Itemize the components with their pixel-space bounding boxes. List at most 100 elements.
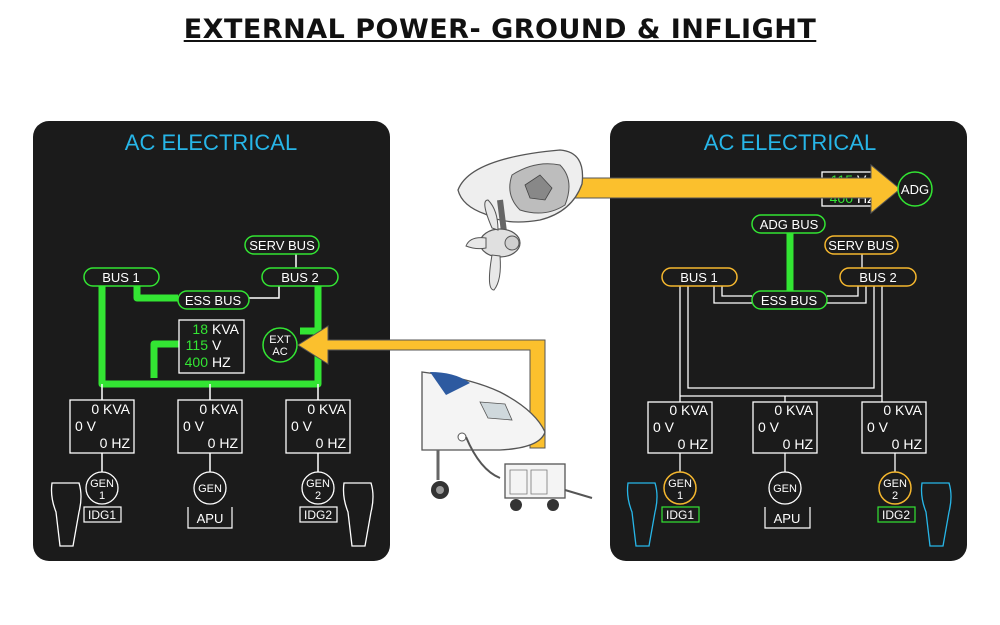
left-gen1-readout-box (69, 399, 135, 454)
left-gen-1: 0 KVA 0 V 0 HZ GEN 1 IDG1 (69, 399, 135, 523)
left-gen2-v: 0 V (291, 418, 313, 434)
right-apu-v: 0 V (758, 419, 780, 435)
left-apu-gen-circle (193, 471, 227, 505)
left-engine1-icon (50, 482, 82, 547)
left-ext-ac-indicator (262, 327, 298, 363)
left-gen1-v: 0 V (75, 418, 97, 434)
left-panel-heading: AC ELECTRICAL (125, 130, 297, 155)
right-panel-heading: AC ELECTRICAL (704, 130, 876, 155)
left-apu-gen-label: GEN (198, 483, 222, 495)
right-apu-readout-box (752, 401, 818, 454)
left-ext-hz-value: 400 (185, 354, 209, 370)
left-serv-bus-label: SERV BUS (249, 238, 315, 253)
right-ess-bus-pill (751, 290, 828, 310)
left-gen2-circle (301, 471, 335, 505)
page-title: EXTERNAL POWER- GROUND & INFLIGHT (183, 14, 817, 45)
left-apu-box (187, 507, 233, 529)
right-adg-bus-pill (751, 214, 826, 234)
right-serv-bus-pill (824, 235, 899, 255)
right-idg2-label: IDG2 (882, 508, 910, 522)
left-ext-ac-line1: EXT (269, 334, 291, 346)
left-gen1-label: GEN (90, 478, 114, 490)
right-idg2-box (877, 506, 916, 523)
left-ext-v-unit: V (212, 337, 222, 353)
left-idg1-box (83, 506, 122, 523)
left-gen2-readout-box (285, 399, 351, 454)
right-adg-bus-label: ADG BUS (760, 217, 819, 232)
adg-arrow (559, 163, 901, 215)
right-gen1-circle (663, 471, 697, 505)
right-gen2-v: 0 V (867, 419, 889, 435)
left-powered-bus1-ess-line (133, 283, 178, 302)
right-serv-bus-label: SERV BUS (828, 238, 894, 253)
left-gen2-hz: 0 HZ (316, 435, 347, 451)
left-ext-kva-value: 18 (192, 321, 208, 337)
right-apu-box (764, 507, 811, 529)
right-gen2-kva: 0 KVA (883, 402, 922, 418)
right-apu-gen-circle (768, 471, 802, 505)
right-engine1-icon (626, 482, 658, 547)
left-ext-v-value: 115 (186, 337, 209, 353)
left-panel: AC ELECTRICAL SERV BUS BUS 1 BUS 2 ESS B… (33, 121, 390, 561)
right-gen2-label: GEN (883, 478, 907, 490)
left-engine2-icon (342, 482, 374, 547)
adg-turbine-illustration (457, 149, 584, 291)
right-ess-bus-label: ESS BUS (761, 293, 818, 308)
left-gen-apu: 0 KVA 0 V 0 HZ GEN APU (177, 399, 243, 529)
right-gen1-label: GEN (668, 478, 692, 490)
aircraft-ground-power-illustration (421, 371, 593, 511)
left-bus1-label: BUS 1 (102, 270, 140, 285)
right-idg1-label: IDG1 (666, 508, 694, 522)
left-apu-kva: 0 KVA (199, 401, 238, 417)
left-ess-bus2-line (249, 283, 280, 299)
right-gen1-readout-box (647, 401, 713, 454)
left-ext-readout-box (178, 319, 245, 374)
right-apu-hz: 0 HZ (783, 436, 814, 452)
left-gen2-kva: 0 KVA (307, 401, 346, 417)
right-gen-2: 0 KVA 0 V 0 HZ GEN 2 IDG2 (861, 401, 927, 523)
right-gen2-readout-box (861, 401, 927, 454)
left-apu-hz: 0 HZ (208, 435, 239, 451)
left-gen-2: 0 KVA 0 V 0 HZ GEN 2 IDG2 (285, 399, 351, 523)
left-ext-kva-unit: KVA (212, 321, 240, 337)
right-apu-label: APU (774, 511, 801, 526)
right-apu-kva: 0 KVA (774, 402, 813, 418)
right-gen2-hz: 0 HZ (892, 436, 923, 452)
right-gen1-hz: 0 HZ (678, 436, 709, 452)
right-gen2-circle (878, 471, 912, 505)
left-idg2-box (299, 506, 338, 523)
right-gen-apu: 0 KVA 0 V 0 HZ GEN APU (752, 401, 818, 529)
ground-power-arrow (297, 325, 546, 449)
right-adg-indicator (897, 171, 933, 207)
left-gen2-label: GEN (306, 478, 330, 490)
left-ess-bus-label: ESS BUS (185, 293, 242, 308)
left-apu-v: 0 V (183, 418, 205, 434)
left-apu-label: APU (197, 511, 224, 526)
right-bus1-label: BUS 1 (680, 270, 718, 285)
left-unpowered-lines (101, 254, 319, 472)
left-gen1-hz: 0 HZ (100, 435, 131, 451)
left-idg2-label: IDG2 (304, 508, 332, 522)
left-ess-bus-pill (177, 290, 250, 310)
right-bus1-pill (661, 267, 738, 287)
left-gen1-kva: 0 KVA (91, 401, 130, 417)
right-idg1-box (661, 506, 700, 523)
left-idg1-label: IDG1 (88, 508, 116, 522)
right-adg-label: ADG (901, 182, 929, 197)
left-serv-bus-pill (244, 235, 320, 255)
left-bus2-pill (261, 267, 339, 287)
left-powered-ext-feed (150, 340, 180, 378)
right-gen-1: 0 KVA 0 V 0 HZ GEN 1 IDG1 (647, 401, 713, 523)
right-unpowered-lines (679, 254, 896, 472)
right-engine2-icon (920, 482, 952, 547)
left-bus1-pill (83, 267, 160, 287)
right-gen1-kva: 0 KVA (669, 402, 708, 418)
right-apu-gen-label: GEN (773, 483, 797, 495)
right-gen1-v: 0 V (653, 419, 675, 435)
right-gen2-number: 2 (892, 490, 898, 502)
